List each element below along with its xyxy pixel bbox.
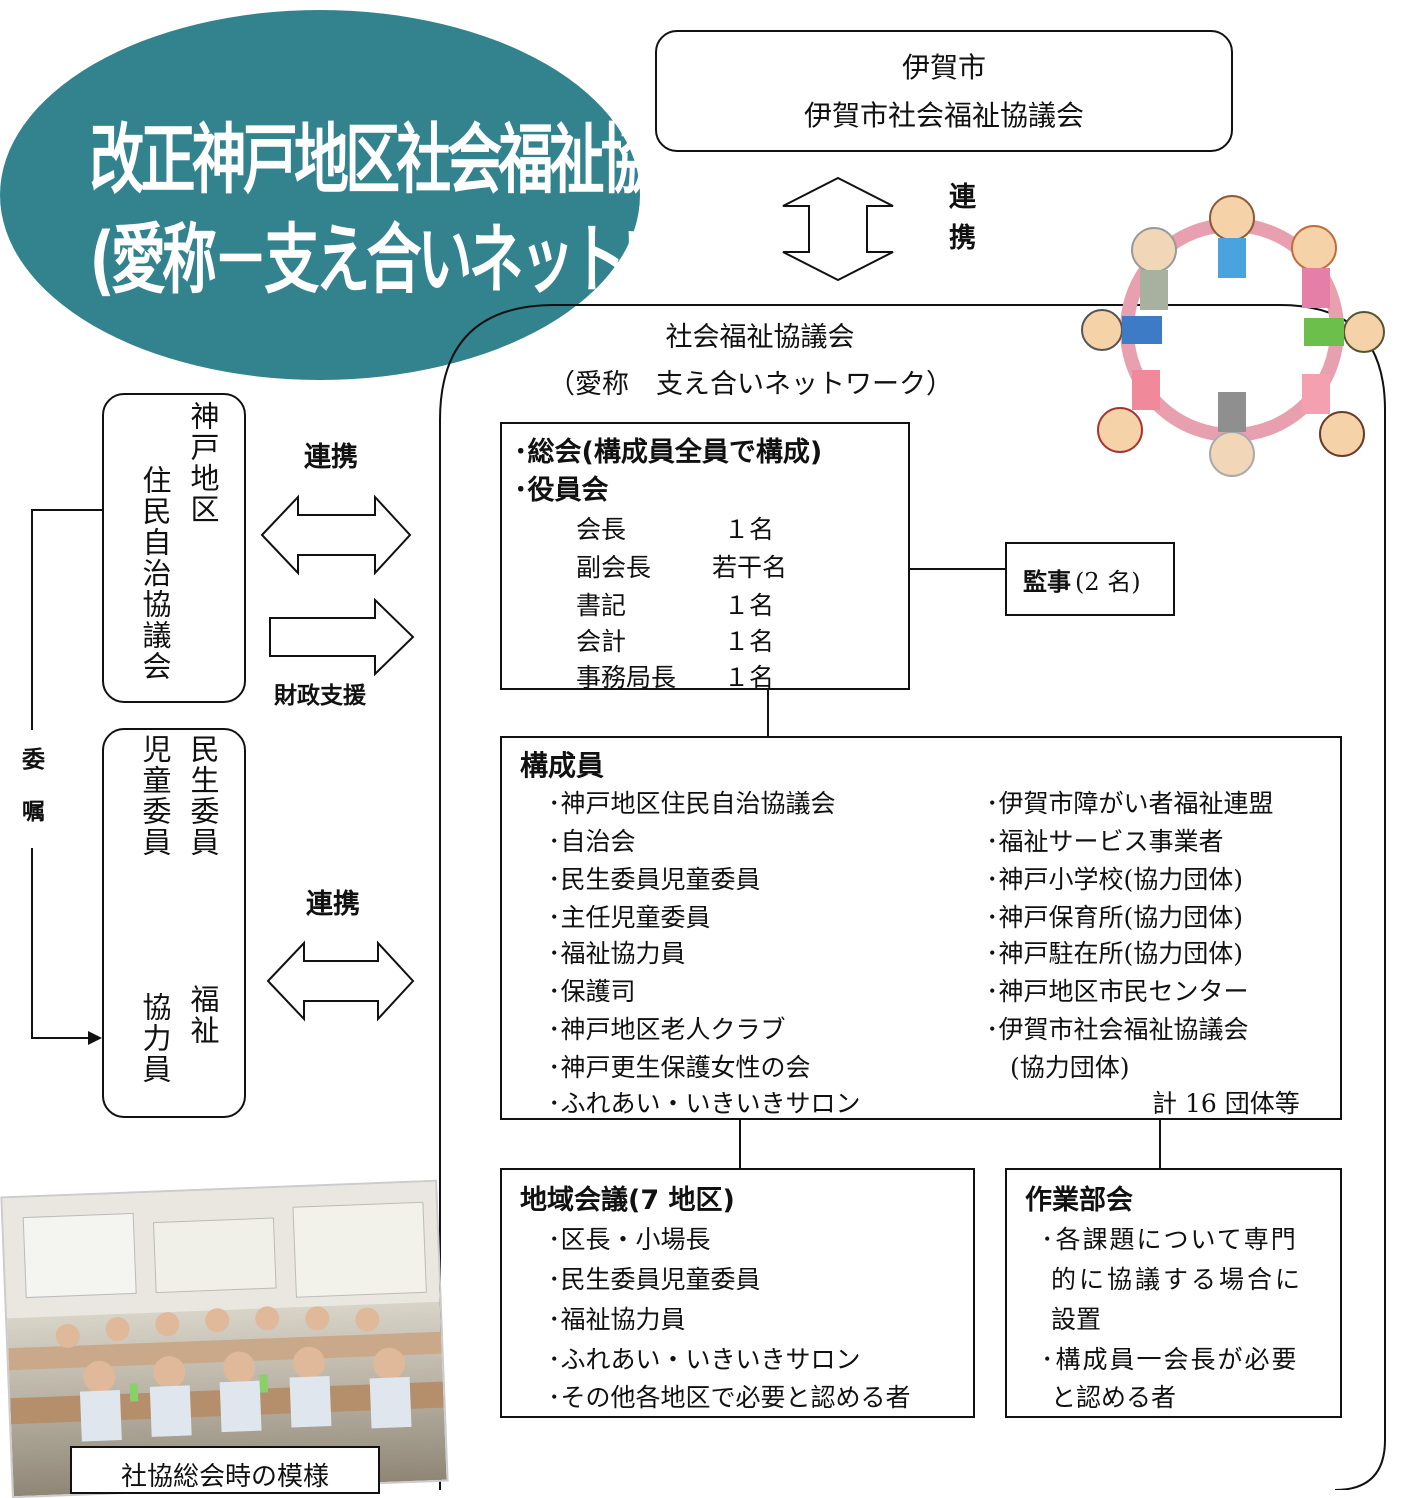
meeting-photo-scene — [2, 1181, 444, 1442]
welfare-volunteers-box: 民生委員 児童委員 福祉 協力員 — [102, 728, 246, 1118]
regional-heading: 地域会議(7 地区) — [520, 1185, 735, 1216]
iga-council-label: 伊賀市社会福祉協議会 — [803, 99, 1084, 132]
member-item: ･伊賀市社会福祉協議会 — [986, 1015, 1249, 1044]
members-box: 構成員 ･神戸地区住民自治協議会 ･自治会 ･民生委員児童委員 ･主任児童委員 … — [500, 736, 1342, 1120]
working-line: ･各課題について専門 — [1041, 1225, 1298, 1254]
regional-item: ･その他各地区で必要と認める者 — [548, 1383, 911, 1412]
member-item: ･神戸小学校(協力団体) — [986, 865, 1244, 894]
upper-link-label: 連携 — [304, 442, 358, 473]
working-line: ･構成員一会長が必要 — [1041, 1345, 1299, 1374]
member-item: ･神戸地区住民自治協議会 — [548, 789, 836, 818]
auditor-label: 監事 — [1023, 568, 1071, 596]
commission-line-top — [31, 509, 102, 730]
board-label: ･役員会 — [514, 475, 609, 506]
commission-arrowhead — [88, 1031, 102, 1045]
residents-council-col1: 神戸地区 — [186, 401, 220, 525]
working-heading: 作業部会 — [1025, 1185, 1133, 1216]
financial-support-label: 財政支援 — [274, 683, 366, 709]
members-heading: 構成員 — [520, 749, 605, 782]
council-title: 社会福祉協議会 — [665, 322, 855, 353]
member-item: ･ふれあい・いきいきサロン — [548, 1089, 861, 1118]
role-count: １名 — [724, 591, 775, 620]
commission-line-bottom — [31, 848, 92, 1039]
auditor-count: (2 名) — [1075, 568, 1141, 596]
members-total: 計 16 団体等 — [1152, 1089, 1300, 1118]
auditor-box: 監事 (2 名) — [1005, 542, 1175, 616]
role-name: 会長 — [576, 515, 627, 544]
executive-box: ･総会(構成員全員で構成) ･役員会 会長 １名 副会長 若干名 書記 １名 会… — [500, 422, 910, 692]
role-name: 会計 — [576, 627, 627, 656]
member-item: ･神戸更生保護女性の会 — [548, 1053, 811, 1082]
regional-item: ･ふれあい・いきいきサロン — [548, 1345, 861, 1374]
working-group-box: 作業部会 ･各課題について専門 的に協議する場合に 設置 ･構成員一会長が必要 … — [1005, 1168, 1342, 1418]
regional-meeting-box: 地域会議(7 地区) ･区長・小場長 ･民生委員児童委員 ･福祉協力員 ･ふれあ… — [500, 1168, 975, 1418]
council-nickname: （愛称 支え合いネットワーク） — [548, 369, 953, 400]
working-line: 設置 — [1051, 1305, 1102, 1334]
member-item: ･主任児童委員 — [548, 903, 711, 932]
meeting-photo — [0, 1179, 449, 1498]
iga-city-box: 伊賀市 伊賀市社会福祉協議会 — [655, 30, 1233, 152]
photo-caption-box: 社協総会時の模様 — [70, 1446, 380, 1494]
financial-support-arrow — [269, 597, 415, 677]
member-item: ･伊賀市障がい者福祉連盟 — [986, 789, 1274, 818]
commission-char-2: 嘱 — [22, 799, 45, 825]
iga-link-label: 連携 — [944, 182, 975, 264]
role-count: １名 — [724, 515, 775, 544]
regional-item: ･民生委員児童委員 — [548, 1265, 761, 1294]
welfare-col1: 民生委員 — [186, 734, 220, 858]
lower-link-arrow — [266, 940, 415, 1022]
member-item: ･保護司 — [548, 977, 636, 1006]
regional-item: ･区長・小場長 — [548, 1225, 711, 1254]
regional-item: ･福祉協力員 — [548, 1305, 686, 1334]
member-item: ･福祉サービス事業者 — [986, 827, 1224, 856]
role-count: 若干名 — [712, 553, 788, 582]
welfare-col2: 児童委員 — [138, 734, 172, 858]
people-circle-illustration — [1081, 195, 1385, 477]
commission-char-1: 委 — [22, 747, 45, 773]
working-line: 的に協議する場合に — [1051, 1265, 1304, 1294]
welfare-col4: 協力員 — [138, 992, 172, 1085]
lower-link-label: 連携 — [306, 889, 360, 920]
residents-council-col2: 住民自治協議会 — [138, 465, 172, 682]
working-line: と認める者 — [1051, 1383, 1177, 1412]
general-meeting-label: ･総会(構成員全員で構成) — [514, 437, 823, 468]
upper-link-arrow — [260, 494, 412, 576]
member-item: ･神戸地区市民センター — [986, 977, 1249, 1006]
welfare-col3: 福祉 — [186, 984, 220, 1046]
member-item: ･神戸地区老人クラブ — [548, 1015, 786, 1044]
member-item: ･自治会 — [548, 827, 636, 856]
residents-council-box: 神戸地区 住民自治協議会 — [102, 393, 246, 703]
role-count: １名 — [724, 663, 775, 692]
member-item: ･神戸駐在所(協力団体) — [986, 939, 1244, 968]
iga-link-arrow — [782, 176, 894, 282]
member-item: ･民生委員児童委員 — [548, 865, 761, 894]
role-name: 副会長 — [576, 553, 652, 582]
role-name: 事務局長 — [576, 663, 677, 692]
photo-caption: 社協総会時の模様 — [120, 1462, 329, 1492]
role-name: 書記 — [576, 591, 627, 620]
member-item: (協力団体) — [1010, 1053, 1130, 1082]
iga-city-label: 伊賀市 — [901, 51, 986, 84]
member-item: ･福祉協力員 — [548, 939, 686, 968]
role-count: １名 — [724, 627, 775, 656]
member-item: ･神戸保育所(協力団体) — [986, 903, 1244, 932]
